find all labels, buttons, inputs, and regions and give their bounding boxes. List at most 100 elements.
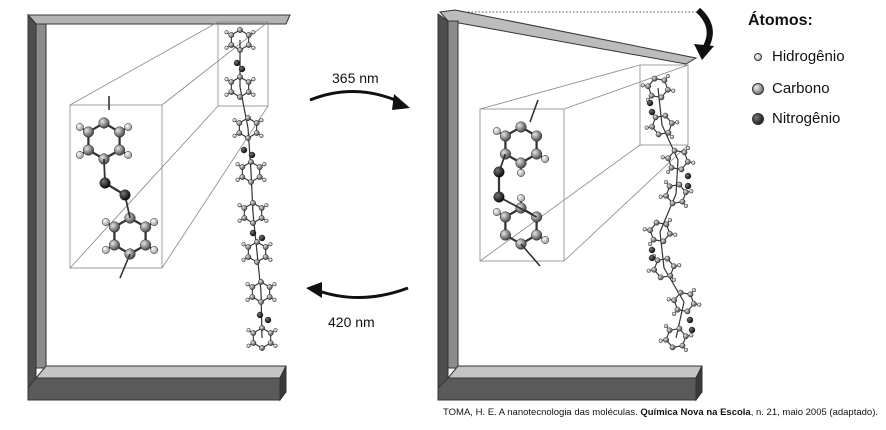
hydrogen-atom (259, 118, 264, 123)
carbon-atom (250, 200, 256, 206)
nitrogen-atom (684, 172, 692, 180)
carbon-atom (108, 221, 120, 233)
carbon-atom (682, 189, 689, 196)
carbon-atom (648, 92, 655, 99)
left-zoom-trans-azobenzene (75, 96, 159, 279)
hydrogen-atom (101, 246, 110, 254)
hydrogen-atom (665, 169, 671, 174)
carbon-atom (669, 344, 676, 351)
hydrogen-atom (644, 125, 649, 130)
bond (498, 196, 538, 218)
carbon-atom (253, 130, 260, 136)
hydrogen-atom (232, 133, 237, 138)
carbon-atom (649, 123, 656, 130)
carbon-atom (531, 148, 543, 160)
hydrogen-atom (245, 297, 250, 302)
carbon-atom (658, 94, 665, 101)
left-base-top (34, 365, 287, 379)
carbon-atom (650, 236, 657, 243)
carbon-atom (666, 230, 673, 237)
hydrogen-atom (75, 151, 84, 159)
forward-wavelength-label: 365 nm (332, 70, 379, 86)
hydrogen-atom (232, 118, 237, 123)
carbon-atom (237, 94, 243, 100)
hydrogen-atom (124, 151, 133, 159)
carbon-atom (253, 120, 260, 126)
carbon-atom (667, 272, 674, 279)
hydrogen-atom (272, 282, 277, 287)
carbon-atom (239, 164, 246, 170)
bond (675, 301, 685, 339)
legend-label-carbon: Carbono (772, 80, 830, 97)
nitrogen-atom (264, 316, 272, 324)
hydrogen-atom (663, 324, 669, 329)
carbon-atom (665, 129, 672, 136)
carbon-atom (108, 239, 120, 251)
carbon-atom (499, 229, 511, 241)
hydrogen-sphere-icon (754, 52, 762, 61)
bond (119, 253, 131, 279)
left-support (26, 13, 291, 402)
carbon-atom (245, 254, 252, 260)
carbon-atom (248, 159, 254, 165)
carbon-atom (676, 181, 683, 188)
bond (256, 251, 262, 293)
carbon-atom (249, 284, 256, 290)
carbon-atom (660, 238, 667, 245)
carbon-atom (681, 149, 688, 156)
hydrogen-atom (241, 257, 246, 262)
hydrogen-atom (273, 328, 278, 333)
carbon-atom (677, 289, 684, 296)
carbon-atom (245, 135, 251, 141)
nitrogen-atom (648, 108, 656, 116)
carbon-atom (663, 336, 670, 343)
right-molecular-chain-cis (640, 74, 702, 352)
carbon-atom (245, 89, 252, 95)
backward-wavelength-label: 420 nm (328, 314, 375, 330)
caption-journal: Química Nova na Escola (640, 407, 751, 418)
carbon-atom (653, 219, 660, 226)
carbon-atom (661, 77, 668, 84)
left-top-beam (26, 14, 291, 25)
nitrogen-atom (493, 191, 505, 203)
carbon-atom (645, 83, 652, 90)
nitrogen-atom (249, 229, 257, 237)
carbon-atom (666, 183, 673, 190)
legend-label-hydrogen: Hidrogênio (772, 48, 845, 65)
hydrogen-atom (224, 45, 229, 50)
carbon-atom (515, 121, 527, 133)
hydrogen-atom (541, 155, 550, 163)
carbon-atom (662, 112, 669, 119)
hydrogen-atom (669, 134, 675, 139)
hydrogen-atom (685, 146, 691, 151)
bond (659, 231, 665, 269)
hydrogen-atom (689, 333, 694, 338)
carbon-atom (262, 254, 269, 260)
hydrogen-atom (101, 218, 110, 226)
hydrogen-atom (697, 302, 702, 307)
bend-arrow-icon (695, 7, 713, 52)
carbon-atom (250, 330, 257, 336)
right-base-top (446, 365, 703, 379)
hydrogen-atom (665, 74, 671, 79)
nitrogen-atom (248, 151, 256, 159)
carbon-atom (256, 174, 263, 180)
carbon-atom (657, 274, 664, 281)
hydrogen-atom (259, 133, 264, 138)
hydrogen-atom (689, 189, 694, 194)
carbon-atom (678, 166, 685, 173)
carbon-atom (664, 86, 671, 93)
carbon-atom (254, 259, 260, 265)
hydrogen-atom (246, 343, 251, 348)
carbon-atom (241, 215, 248, 221)
hydrogen-atom (268, 242, 273, 247)
carbon-atom (228, 79, 235, 85)
hydrogen-atom (237, 218, 242, 223)
nitrogen-atom (648, 246, 656, 254)
hydrogen-atom (667, 218, 673, 223)
hydrogen-atom (646, 268, 651, 273)
right-bent-beam (439, 9, 698, 65)
backward-arrow-icon (306, 282, 409, 299)
carbon-atom (248, 179, 254, 185)
